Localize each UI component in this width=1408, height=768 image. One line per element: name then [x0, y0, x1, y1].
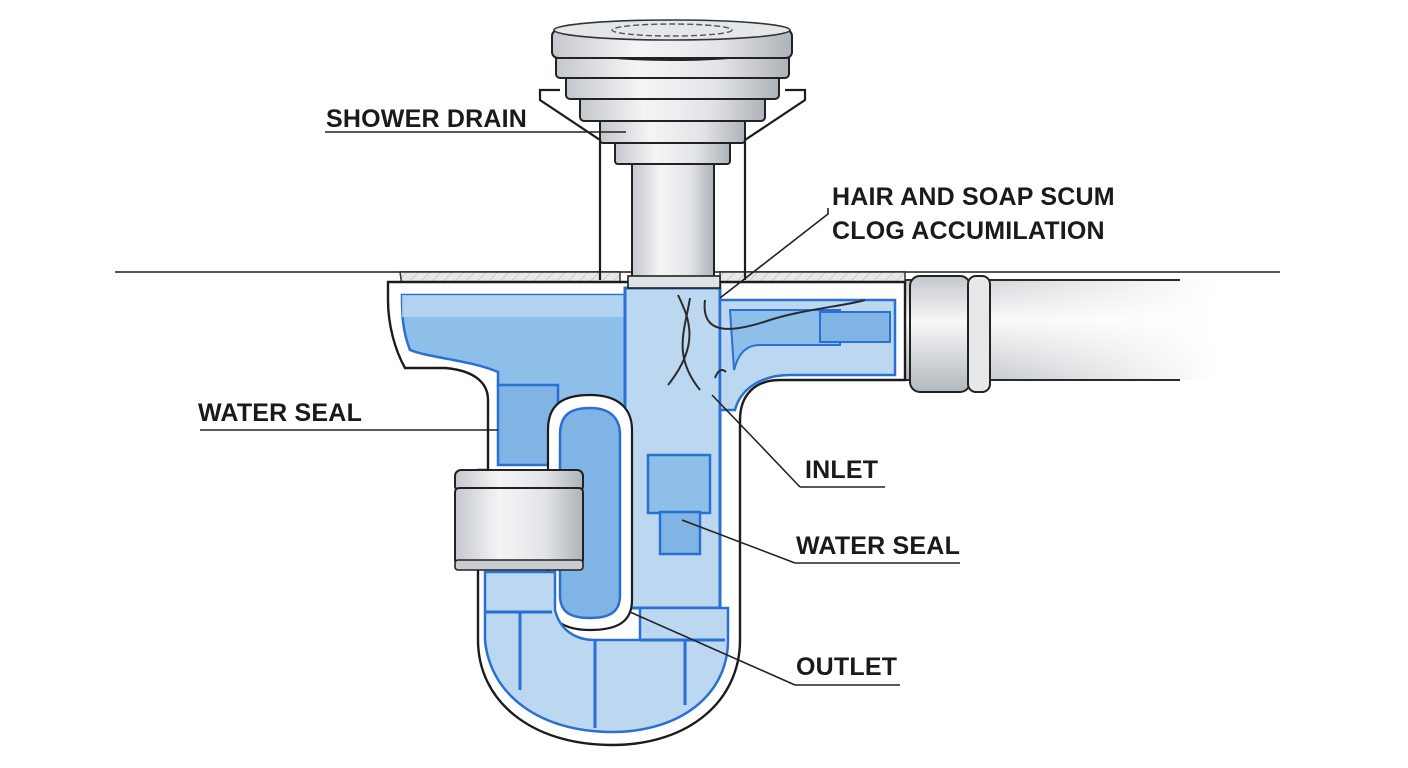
trap-body — [386, 280, 907, 747]
label-water-seal-right: WATER SEAL — [796, 532, 960, 560]
label-clog-line2: CLOG ACCUMILATION — [832, 217, 1105, 245]
label-water-seal-left: WATER SEAL — [198, 399, 362, 427]
label-outlet: OUTLET — [796, 653, 897, 681]
cleanout-cap — [454, 469, 584, 571]
label-shower-drain: SHOWER DRAIN — [326, 105, 527, 133]
hair-clog — [667, 294, 866, 391]
shower-drain-grate — [538, 19, 807, 289]
outlet-pipe — [905, 275, 1215, 393]
label-clog-line1: HAIR AND SOAP SCUM — [832, 183, 1115, 211]
leader-lines — [200, 131, 960, 686]
label-inlet: INLET — [805, 456, 878, 484]
